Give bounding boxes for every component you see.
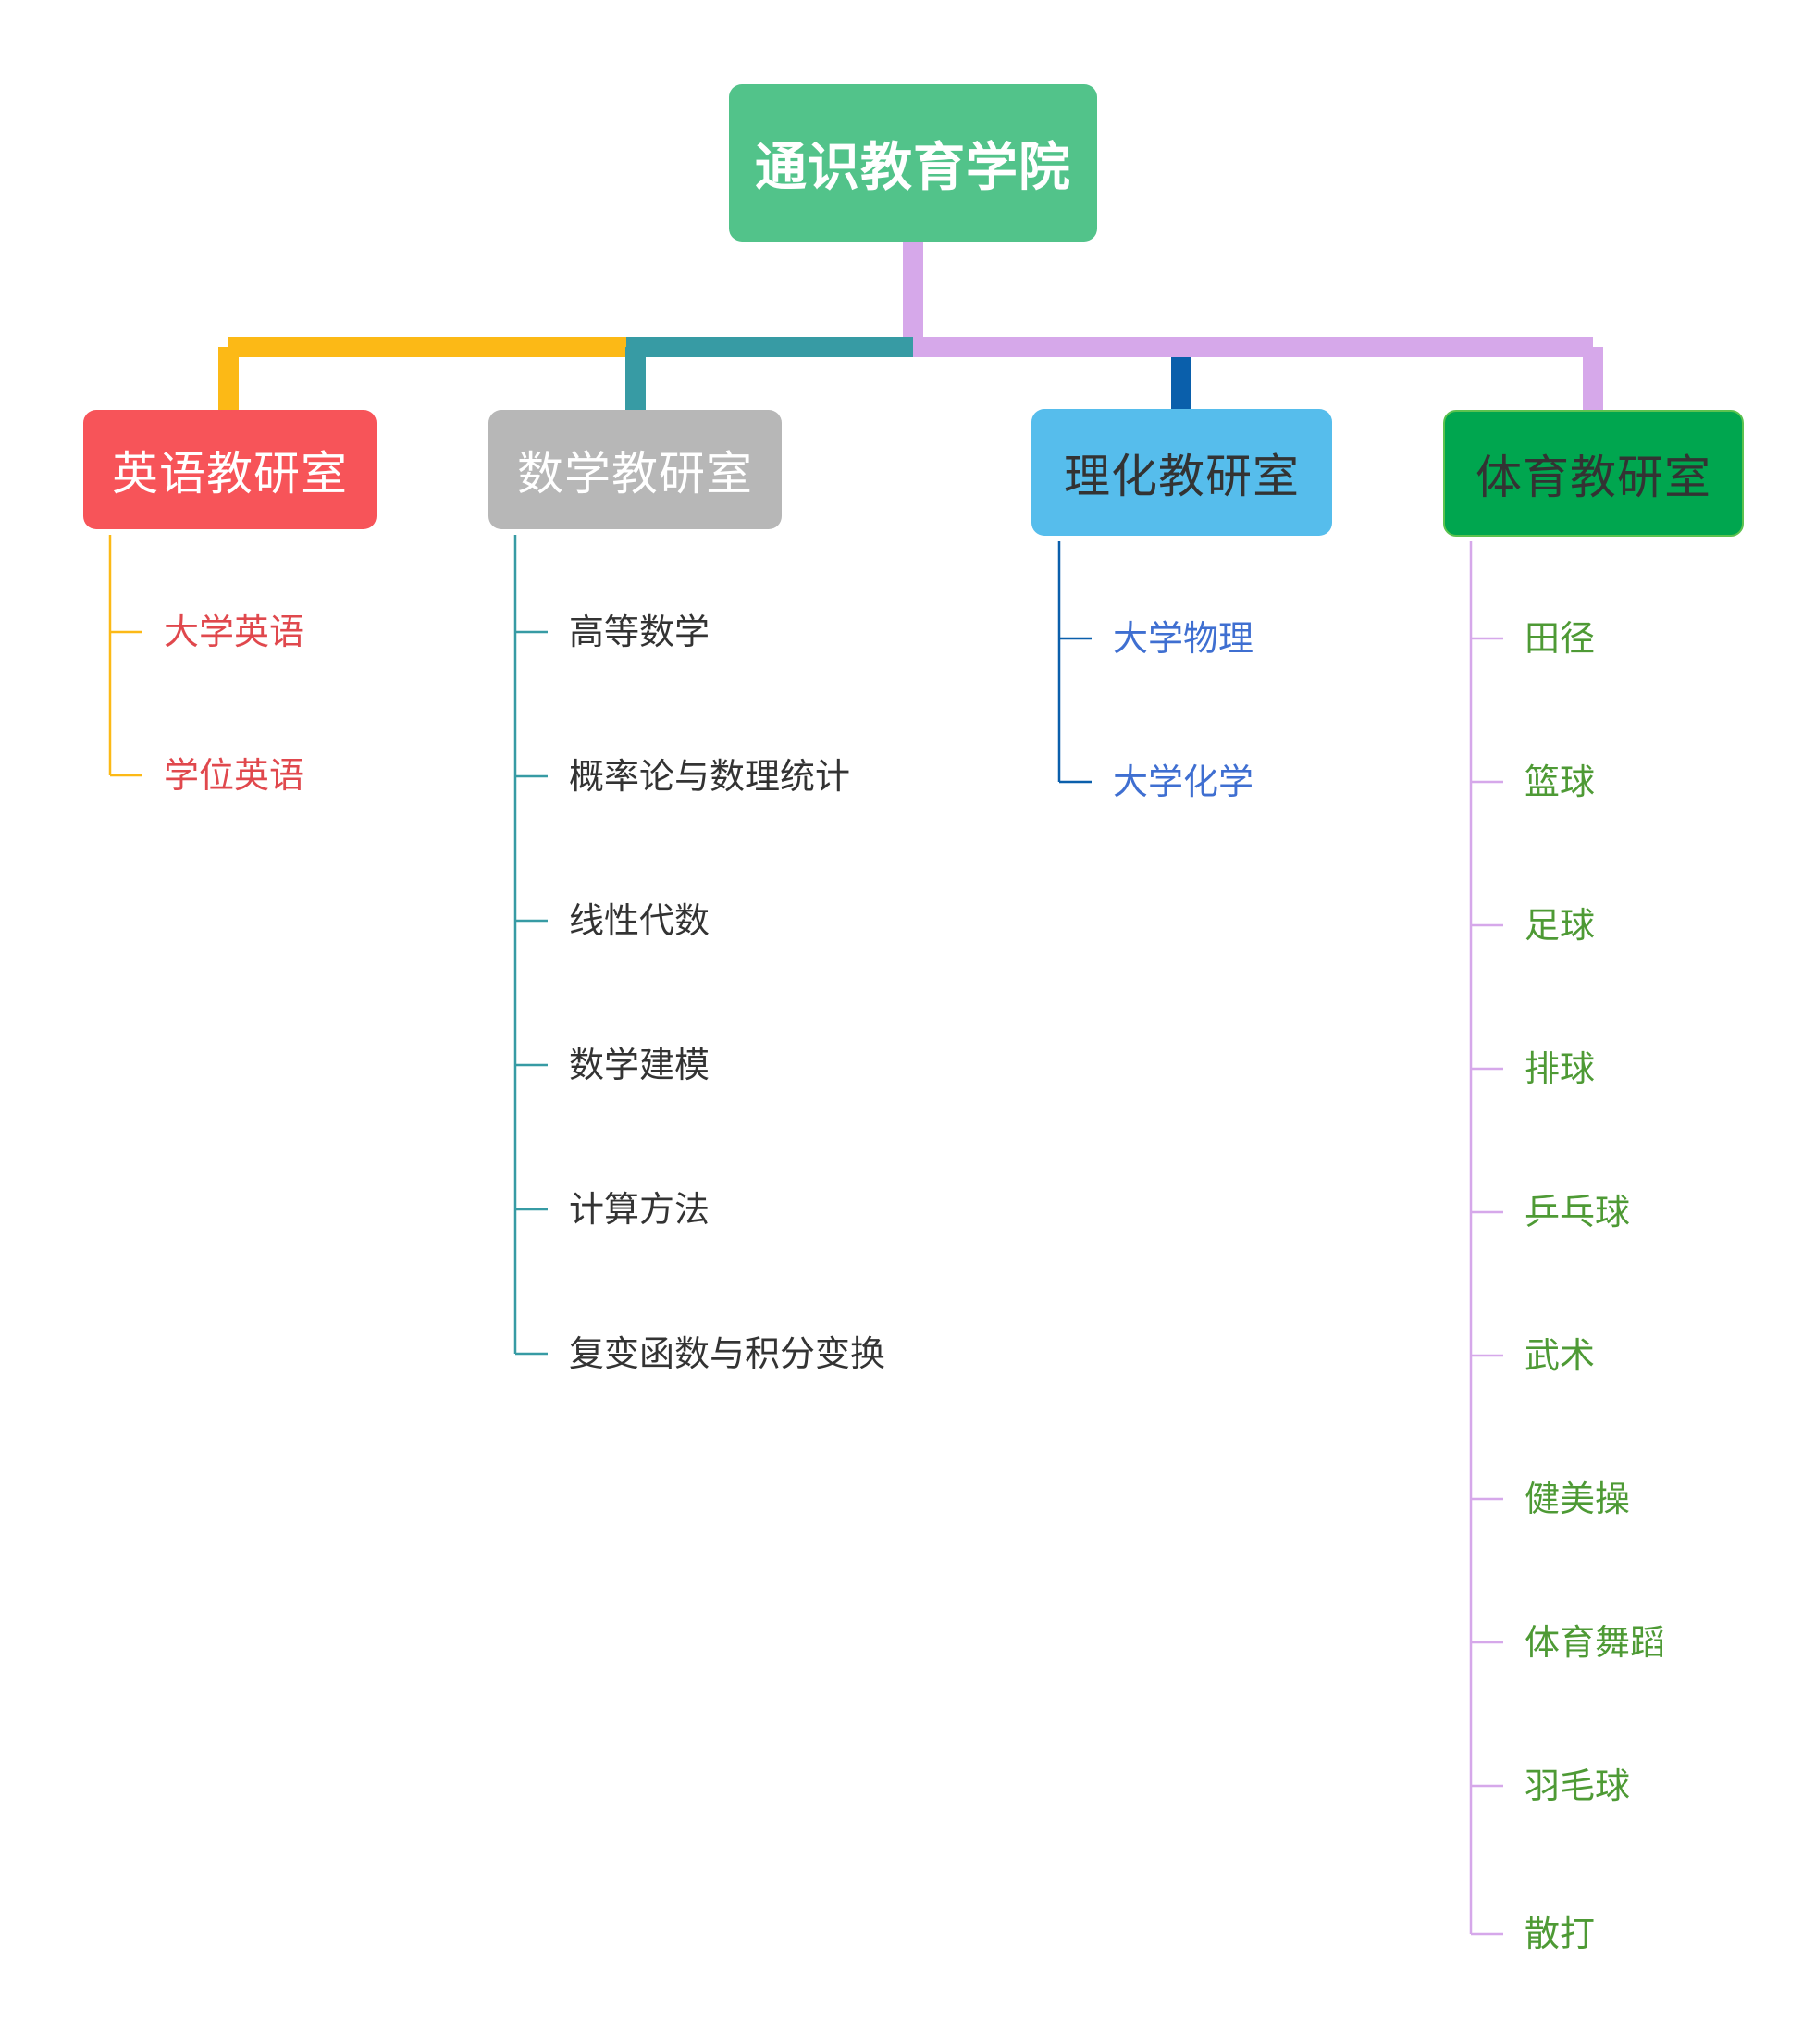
node-sports-office: 体育教研室 [1443, 410, 1744, 537]
list-item: 概率论与数理统计 [569, 756, 851, 797]
node-english-office-label: 英语教研室 [112, 446, 348, 501]
root-node: 通识教育学院 [729, 84, 1097, 242]
list-item: 大学英语 [164, 612, 305, 652]
list-item: 数学建模 [569, 1045, 710, 1085]
tree-physchem [1057, 541, 1092, 784]
tree-sports [1469, 541, 1503, 1936]
list-item: 线性代数 [569, 900, 710, 941]
list-item: 田径 [1525, 618, 1596, 659]
list-item: 乒乓球 [1525, 1192, 1631, 1233]
list-item: 散打 [1525, 1914, 1596, 1954]
list-item: 足球 [1525, 905, 1596, 946]
list-item: 排球 [1525, 1048, 1596, 1089]
list-item: 体育舞蹈 [1525, 1622, 1666, 1663]
tree-math [513, 535, 548, 1356]
list-item: 健美操 [1525, 1479, 1631, 1519]
list-item: 高等数学 [569, 612, 710, 652]
list-item: 大学物理 [1113, 618, 1254, 659]
list-item: 篮球 [1525, 762, 1596, 802]
list-item: 羽毛球 [1525, 1765, 1631, 1806]
list-item: 武术 [1525, 1335, 1596, 1376]
list-item: 复变函数与积分变换 [569, 1333, 886, 1374]
node-math-office-label: 数学教研室 [517, 446, 753, 501]
list-item: 计算方法 [569, 1189, 710, 1230]
node-physchem-office-label: 理化教研室 [1064, 449, 1300, 503]
node-english-office: 英语教研室 [83, 410, 377, 529]
root-node-label: 通识教育学院 [755, 137, 1071, 198]
node-physchem-office: 理化教研室 [1031, 409, 1332, 536]
node-sports-office-label: 体育教研室 [1475, 450, 1711, 504]
node-math-office: 数学教研室 [488, 410, 782, 529]
list-item: 学位英语 [164, 755, 305, 796]
tree-english [108, 535, 142, 777]
list-item: 大学化学 [1113, 762, 1254, 802]
